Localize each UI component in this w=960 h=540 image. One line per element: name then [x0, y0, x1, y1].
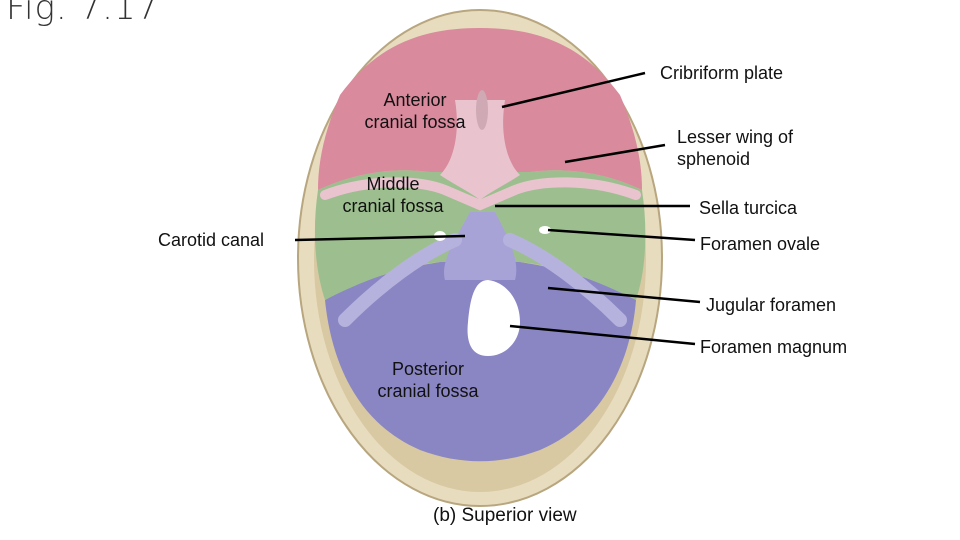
label-middle-fossa-line2: cranial fossa [342, 196, 444, 216]
sphenoid-body [440, 100, 520, 200]
label-lesser-wing-line1: Lesser wing of [677, 127, 794, 147]
leader-lesser-wing [564, 143, 666, 164]
petrous-ridge-right [503, 233, 627, 327]
figure-title: Fig. 7.17 [6, 0, 160, 28]
leader-cribriform [501, 71, 646, 109]
label-middle-fossa-line1: Middle [366, 174, 420, 194]
label-anterior-fossa-line1: Anterior [383, 90, 447, 110]
lesser-wing-ridge [320, 177, 641, 211]
label-middle-fossa: Middle cranial fossa [330, 173, 456, 217]
leader-foramen-magnum [509, 324, 696, 346]
label-posterior-fossa-line2: cranial fossa [377, 381, 479, 401]
label-lesser-wing: Lesser wing of sphenoid [677, 126, 793, 170]
label-jugular-foramen: Jugular foramen [706, 295, 837, 315]
label-carotid-canal: Carotid canal [158, 230, 265, 250]
label-sella-turcica: Sella turcica [699, 198, 798, 218]
label-posterior-fossa: Posterior cranial fossa [365, 358, 491, 402]
leader-jugular [547, 286, 701, 304]
foramen-magnum [467, 280, 520, 356]
label-anterior-fossa-line2: cranial fossa [364, 112, 466, 132]
figure-caption: (b) Superior view [433, 505, 577, 526]
label-foramen-ovale: Foramen ovale [700, 234, 821, 254]
label-foramen-magnum: Foramen magnum [700, 337, 848, 357]
posterior-fossa-region [325, 262, 636, 462]
petrous-ridge-left [338, 233, 462, 327]
crista-galli [476, 90, 488, 130]
label-posterior-fossa-line1: Posterior [391, 359, 465, 379]
leader-foramen-ovale [547, 228, 696, 242]
label-lesser-wing-line2: sphenoid [677, 149, 751, 169]
clivus [444, 212, 517, 280]
foramen-ovale-hole [539, 226, 551, 234]
label-cribriform-plate: Cribriform plate [660, 63, 784, 83]
leader-carotid [294, 234, 466, 242]
label-anterior-fossa: Anterior cranial fossa [352, 89, 478, 133]
leader-lines [294, 71, 701, 346]
